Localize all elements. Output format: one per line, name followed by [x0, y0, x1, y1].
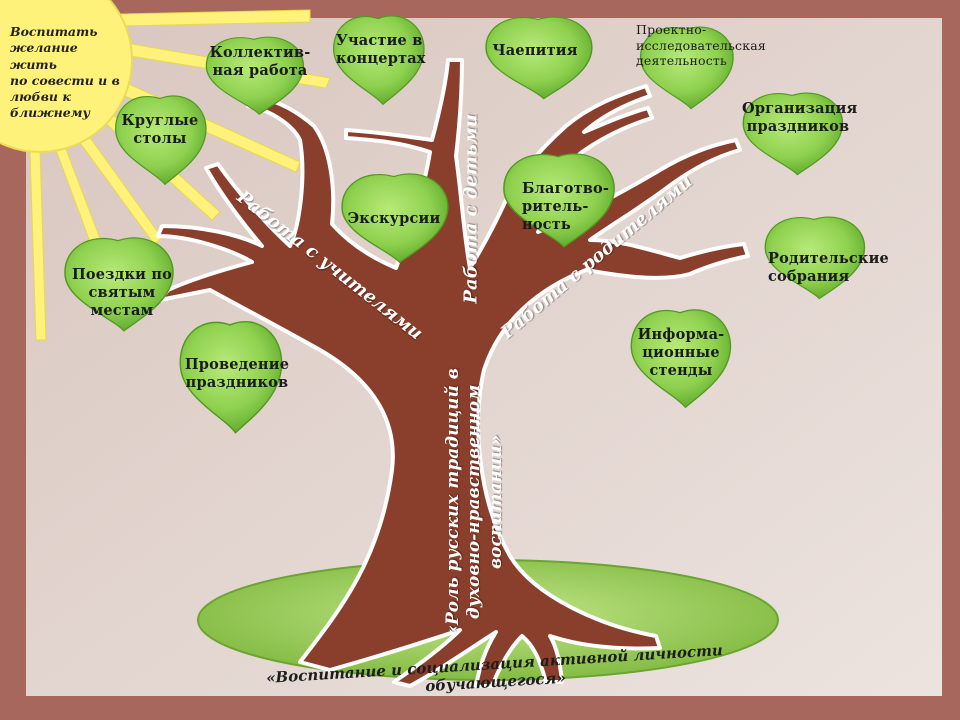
leaf-label-collective: Коллектив- ная работа [209, 44, 311, 80]
leaf-label-charity: Благотво- ритель- ность [522, 180, 610, 234]
leaf-label-parent-meetings: Родительские собрания [768, 250, 889, 286]
branch-label-children: Работа с детьми [460, 114, 482, 304]
leaf-label-info-stands: Информа- ционные стенды [637, 326, 725, 380]
leaf-label-organize-holidays: Организация праздников [742, 100, 858, 136]
trunk-label: «Роль русских традиций в духовно-нравств… [443, 368, 506, 636]
leaf-label-concerts: Участие в концертах [336, 32, 426, 68]
leaf-label-trips: Поездки по святым местам [71, 266, 173, 320]
leaf-label-hold-holidays: Проведение праздников [184, 356, 290, 392]
sun-text: Воспитать желание жить по совести и в лю… [10, 24, 120, 121]
leaf-label-round-tables: Круглые столы [121, 112, 199, 148]
sun [0, 0, 133, 153]
leaf-label-tea: Чаепития [492, 42, 578, 59]
leaf-label-excursions: Экскурсии [347, 210, 441, 227]
leaf-label-project: Проектно- исследовательская деятельность [636, 22, 766, 69]
